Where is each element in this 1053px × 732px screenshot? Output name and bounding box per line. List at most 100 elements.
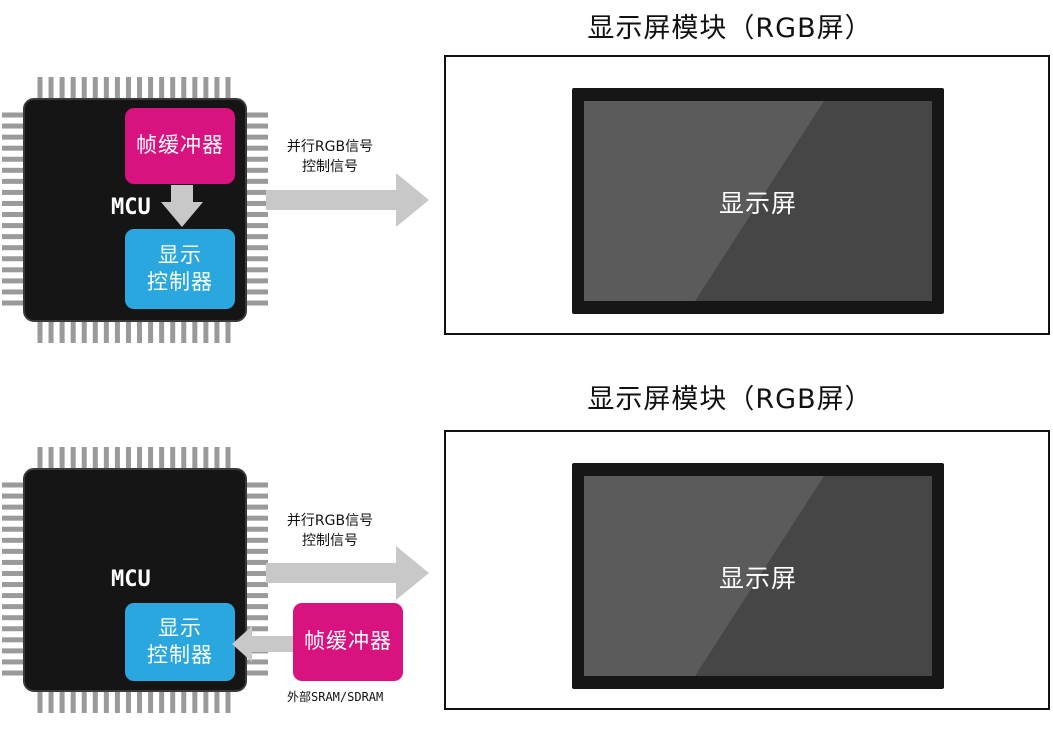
- control-signal-label: 控制信号: [302, 533, 358, 550]
- signal-arrow: [266, 546, 429, 600]
- chip-pin: [2, 200, 28, 206]
- chip-pin: [137, 317, 143, 343]
- chip-pin: [70, 447, 76, 473]
- chip-pin: [103, 77, 109, 103]
- chip-pin: [2, 537, 28, 543]
- diagram-internal-framebuffer: MCU 帧缓冲器 显示 控制器 并行RGB信号 控制信号 显示屏模块（RGB屏）…: [0, 0, 1053, 359]
- chip-pin: [2, 223, 28, 229]
- chip-pin: [48, 687, 54, 713]
- chip-pin: [242, 300, 268, 306]
- display-controller-label-line2: 控制器: [147, 643, 213, 667]
- module-title: 显示屏模块（RGB屏）: [587, 13, 873, 44]
- chip-pin: [242, 526, 268, 532]
- frame-buffer-label: 帧缓冲器: [136, 133, 224, 158]
- chip-pin: [114, 447, 120, 473]
- down-arrow: [161, 185, 203, 227]
- chip-pin: [203, 77, 209, 103]
- chip-pin: [242, 223, 268, 229]
- chip-pin: [70, 77, 76, 103]
- chip-pin: [81, 317, 87, 343]
- screen-label: 显示屏: [718, 564, 797, 593]
- chip-pin: [214, 317, 220, 343]
- chip-pin: [242, 559, 268, 565]
- chip-pin: [70, 687, 76, 713]
- external-memory-label: 外部SRAM/SDRAM: [287, 690, 384, 704]
- chip-pin: [2, 548, 28, 554]
- chip-pin: [192, 77, 198, 103]
- chip-pin: [181, 77, 187, 103]
- chip-pin: [242, 167, 268, 173]
- display-screen: 显示屏: [572, 463, 944, 689]
- chip-pin: [225, 317, 231, 343]
- chip-pin: [192, 317, 198, 343]
- chip-pin: [2, 515, 28, 521]
- chip-pin: [2, 648, 28, 654]
- chip-pin: [242, 670, 268, 676]
- chip-pin: [2, 493, 28, 499]
- chip-pin: [214, 447, 220, 473]
- chip-pin: [125, 447, 131, 473]
- chip-pin: [214, 687, 220, 713]
- chip-pin: [159, 317, 165, 343]
- chip-pin: [114, 687, 120, 713]
- chip-pin: [159, 687, 165, 713]
- chip-pin: [48, 77, 54, 103]
- chip-pin: [2, 582, 28, 588]
- chip-pin: [103, 317, 109, 343]
- chip-pin: [181, 317, 187, 343]
- chip-pin: [242, 626, 268, 632]
- chip-pin: [2, 504, 28, 510]
- signal-label: 并行RGB信号 控制信号: [270, 137, 390, 178]
- chip-pin: [2, 300, 28, 306]
- display-screen: 显示屏: [572, 88, 944, 314]
- chip-pin: [242, 570, 268, 576]
- chip-pin: [242, 615, 268, 621]
- chip-pin: [170, 317, 176, 343]
- chip-pin: [2, 278, 28, 284]
- chip-pin: [242, 548, 268, 554]
- chip-pin: [2, 289, 28, 295]
- chip-pin: [2, 145, 28, 151]
- chip-pin: [242, 256, 268, 262]
- chip-pin: [2, 212, 28, 218]
- chip-pin: [137, 77, 143, 103]
- chip-pin: [2, 482, 28, 488]
- chip-pin: [92, 77, 98, 103]
- chip-pin: [242, 234, 268, 240]
- chip-pin: [37, 687, 43, 713]
- chip-pin: [225, 447, 231, 473]
- chip-pin: [159, 447, 165, 473]
- chip-pin: [242, 212, 268, 218]
- chip-pin: [59, 317, 65, 343]
- chip-pin: [2, 189, 28, 195]
- chip-pin: [214, 77, 220, 103]
- chip-pin: [92, 317, 98, 343]
- chip-pin: [137, 447, 143, 473]
- chip-pin: [242, 278, 268, 284]
- chip-pin: [242, 134, 268, 140]
- chip-pin: [242, 200, 268, 206]
- chip-pin: [242, 178, 268, 184]
- chip-pin: [37, 77, 43, 103]
- chip-pin: [114, 77, 120, 103]
- chip-pin: [81, 77, 87, 103]
- chip-pin: [170, 77, 176, 103]
- chip-pin: [242, 123, 268, 129]
- signal-label: 并行RGB信号 控制信号: [270, 511, 390, 552]
- chip-pin: [242, 245, 268, 251]
- chip-pin: [242, 189, 268, 195]
- mcu-label: MCU: [111, 567, 151, 592]
- chip-pin: [37, 317, 43, 343]
- chip-pin: [148, 447, 154, 473]
- chip-pin: [242, 604, 268, 610]
- chip-pin: [59, 447, 65, 473]
- chip-pin: [2, 134, 28, 140]
- chip-pin: [170, 687, 176, 713]
- module-title: 显示屏模块（RGB屏）: [587, 384, 873, 415]
- frame-buffer-block: 帧缓冲器: [125, 108, 235, 184]
- screen-label: 显示屏: [718, 189, 797, 218]
- chip-pin: [242, 482, 268, 488]
- display-controller-label-line1: 显示: [158, 242, 202, 267]
- chip-pin: [192, 687, 198, 713]
- display-controller-label-line2: 控制器: [147, 270, 213, 294]
